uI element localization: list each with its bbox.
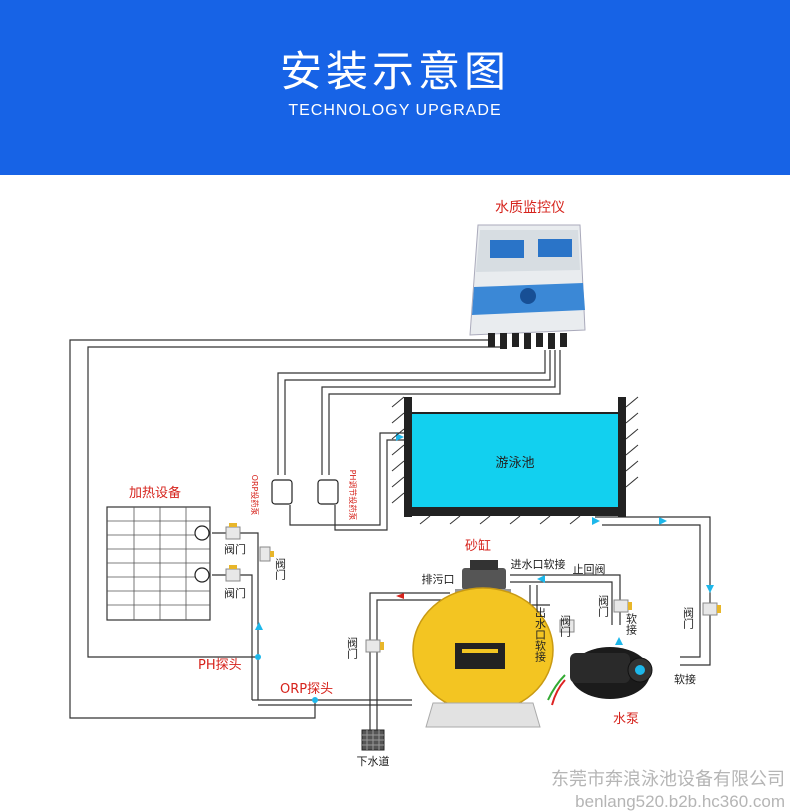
watermark: 东莞市奔浪泳池设备有限公司 benlang520.b2b.hc360.com — [551, 769, 785, 811]
ph-probe-label: PH探头 — [198, 658, 242, 673]
sewer-label: 下水道 — [357, 754, 390, 768]
hose-label-2: 软接 — [674, 672, 696, 686]
hose-label-1: 软接 — [625, 612, 638, 636]
valve-label-5: 阀门 — [559, 614, 572, 638]
water-monitor: 水质监控仪 — [469, 200, 586, 349]
installation-diagram: 游泳池 水质监控仪 ORP投药泵 PH调节投药泵 — [69, 200, 785, 811]
monitor-label: 水质监控仪 — [495, 200, 565, 216]
watermark-company: 东莞市奔浪泳池设备有限公司 — [551, 769, 785, 790]
sand-filter-label: 砂缸 — [465, 538, 491, 554]
sewer: 下水道 — [357, 729, 390, 768]
page-subtitle: TECHNOLOGY UPGRADE — [288, 102, 502, 119]
valve-label-3: 阀门 — [274, 557, 287, 581]
orp-probe-label: ORP探头 — [280, 682, 333, 697]
outlet-hose-label: 出水口软接 — [534, 606, 547, 663]
sand-filter: 砂缸 — [412, 538, 554, 728]
drain-arrow — [396, 593, 404, 599]
orp-probe: ORP探头 — [280, 682, 333, 703]
valve-label-7: 阀门 — [682, 606, 695, 630]
orp-pump-label: ORP投药泵 — [250, 475, 260, 516]
flow-arrows — [255, 433, 714, 645]
page-title: 安装示意图 — [279, 47, 510, 96]
valve-label-4: 阀门 — [346, 636, 359, 660]
ph-probe: PH探头 — [198, 654, 261, 673]
drain-port-label: 排污口 — [422, 572, 455, 586]
ph-pump-label: PH调节投药泵 — [348, 470, 358, 521]
ph-dosing-pump: PH调节投药泵 — [317, 470, 358, 521]
heater-valves: 阀门 阀门 阀门 — [224, 523, 287, 600]
orp-dosing-pump: ORP投药泵 — [250, 475, 293, 516]
watermark-url: benlang520.b2b.hc360.com — [575, 792, 785, 811]
circuit-valves: 阀门 阀门 阀门 软接 阀门 软接 — [346, 594, 721, 686]
valve-label-2: 阀门 — [224, 586, 246, 600]
pool: 游泳池 — [391, 396, 639, 525]
valve-label-1: 阀门 — [224, 542, 246, 556]
heater-label: 加热设备 — [129, 485, 181, 501]
header-banner: 安装示意图 TECHNOLOGY UPGRADE — [0, 0, 790, 175]
inlet-hose-label: 进水口软接 — [511, 557, 566, 571]
pool-label: 游泳池 — [495, 456, 534, 471]
heater: 加热设备 — [106, 485, 211, 621]
valve-label-6: 阀门 — [597, 594, 610, 618]
pump: 水泵 — [547, 647, 653, 727]
pump-label: 水泵 — [613, 712, 639, 727]
check-valve-label: 止回阀 — [573, 562, 606, 576]
